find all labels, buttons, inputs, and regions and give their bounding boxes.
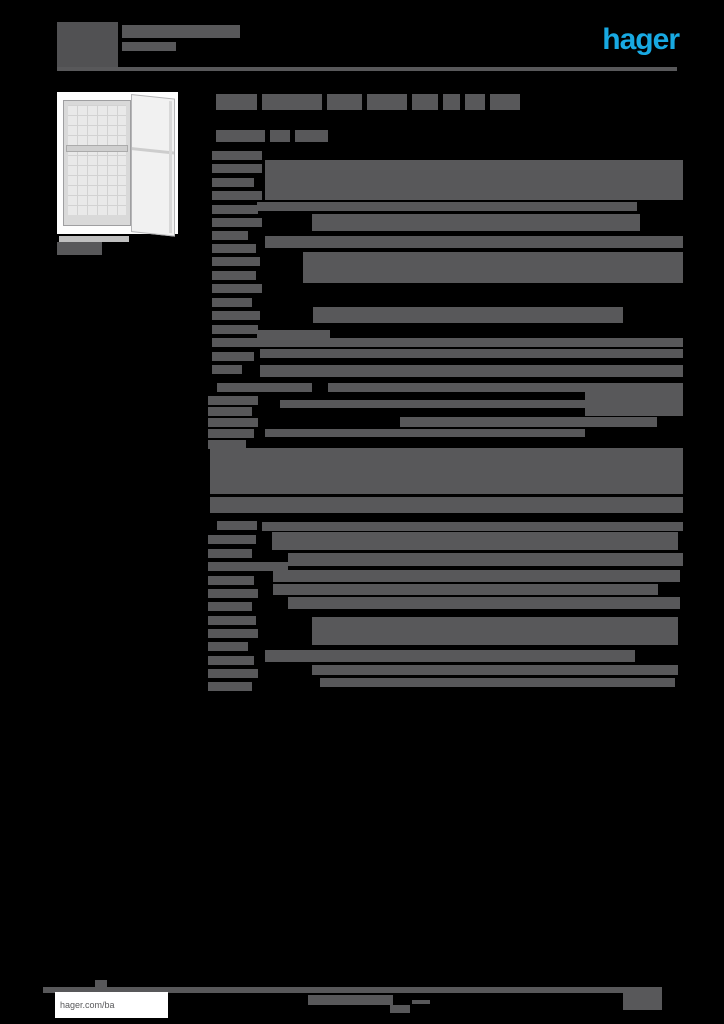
label-bar <box>208 440 246 449</box>
label-bar <box>208 616 256 625</box>
value-bar <box>262 522 683 531</box>
label-bar <box>208 418 258 427</box>
label-bar <box>212 205 258 214</box>
header-text-line <box>122 42 176 51</box>
label-bar <box>217 521 257 530</box>
footer-bar <box>43 987 662 993</box>
label-bar <box>212 284 262 293</box>
label-bar <box>212 151 262 160</box>
label-bar <box>208 642 248 651</box>
value-bar <box>273 570 680 582</box>
value-bar <box>257 330 330 338</box>
label-bar <box>217 383 312 392</box>
subtitle-word-bar <box>216 130 265 142</box>
label-bar <box>212 231 248 240</box>
title-word-bar <box>412 94 438 110</box>
value-bar <box>303 252 683 283</box>
title-word-bar <box>490 94 520 110</box>
label-bar <box>208 549 252 558</box>
website-link[interactable]: hager.com/ba <box>60 1000 115 1010</box>
label-bar <box>208 602 252 611</box>
value-bar <box>312 617 678 645</box>
label-bar <box>212 244 256 253</box>
label-bar <box>208 656 254 665</box>
label-bar <box>212 271 256 280</box>
value-bar <box>260 365 683 377</box>
label-bar <box>208 535 256 544</box>
title-word-bar <box>262 94 322 110</box>
label-bar <box>212 298 252 307</box>
value-bar <box>280 400 585 408</box>
label-bar <box>212 164 262 173</box>
label-bar <box>212 325 258 334</box>
value-bar <box>257 202 637 211</box>
value-bar <box>313 307 623 323</box>
title-word-bar <box>327 94 362 110</box>
door-seam <box>132 147 174 155</box>
title-word-bar <box>367 94 407 110</box>
footer-bar <box>95 980 107 988</box>
label-bar <box>212 365 242 374</box>
photo-caption-bar <box>57 242 102 255</box>
label-bar <box>208 669 258 678</box>
header-reference-block <box>57 22 118 67</box>
footer-bar <box>623 987 662 1010</box>
subtitle-word-bar <box>295 130 328 142</box>
product-photo <box>57 92 178 242</box>
label-bar <box>208 396 258 405</box>
title-word-bar <box>443 94 460 110</box>
label-bar <box>212 191 262 200</box>
value-bar <box>210 497 683 513</box>
value-bar <box>273 584 658 595</box>
value-bar <box>288 597 680 609</box>
footer-bar <box>308 995 393 1005</box>
value-bar <box>585 392 683 416</box>
value-bar <box>265 160 683 200</box>
header-rule <box>57 67 677 71</box>
enclosure-divider-shelf <box>66 145 128 152</box>
enclosure-back-panel <box>68 105 126 215</box>
hager-logo: hager <box>602 23 680 56</box>
value-bar <box>312 214 640 231</box>
label-bar <box>212 352 254 361</box>
enclosure-base-shadow <box>59 236 129 242</box>
title-word-bar <box>465 94 485 110</box>
label-bar <box>208 629 258 638</box>
label-bar <box>208 682 252 691</box>
value-bar <box>265 650 635 662</box>
label-bar <box>212 338 262 347</box>
value-bar <box>265 429 585 437</box>
label-bar <box>212 257 260 266</box>
subtitle-word-bar <box>270 130 290 142</box>
enclosure-open-door <box>131 94 175 237</box>
label-bar <box>212 218 262 227</box>
label-bar <box>212 178 254 187</box>
value-bar <box>400 417 657 427</box>
door-edge <box>169 100 172 234</box>
footer-bar <box>412 1000 430 1004</box>
value-bar <box>210 448 683 494</box>
enclosure-body <box>63 100 131 226</box>
label-bar <box>208 429 254 438</box>
value-bar <box>288 553 683 566</box>
value-bar <box>328 383 683 392</box>
label-bar <box>208 576 254 585</box>
value-bar <box>320 678 675 687</box>
header-text-line <box>122 25 240 38</box>
value-bar <box>265 236 683 248</box>
label-bar <box>208 407 252 416</box>
value-bar <box>312 665 678 675</box>
title-word-bar <box>216 94 257 110</box>
value-bar <box>272 532 678 550</box>
label-bar <box>208 589 258 598</box>
footer-bar <box>390 1005 410 1013</box>
label-bar <box>212 311 260 320</box>
footer-website-box: hager.com/ba <box>55 992 168 1018</box>
value-bar <box>260 338 683 347</box>
label-bar <box>208 562 288 571</box>
value-bar <box>260 349 683 358</box>
